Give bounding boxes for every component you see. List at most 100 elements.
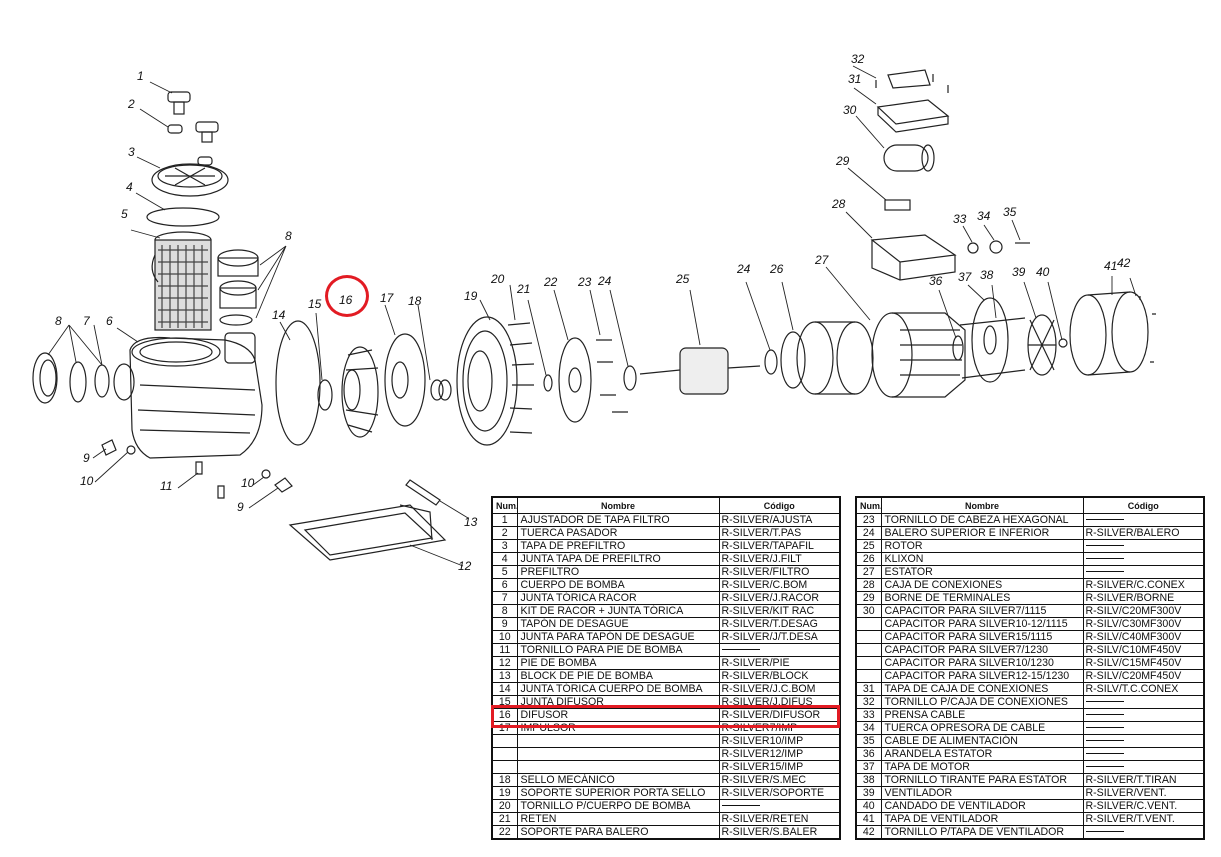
callout-1: 1 — [137, 69, 144, 83]
part-number-cell: 34 — [855, 721, 882, 735]
part-code-cell — [1082, 708, 1205, 722]
bearing-part-front — [623, 349, 778, 391]
no-code-dash — [1085, 570, 1124, 572]
part-name-cell: ESTATOR — [880, 565, 1084, 579]
part-number-cell: 18 — [491, 773, 518, 787]
part-number-cell: 14 — [491, 682, 518, 696]
part-name-cell: ARANDELA ESTATOR — [880, 747, 1084, 761]
callout-34: 34 — [977, 209, 991, 223]
part-code-cell — [1082, 565, 1205, 579]
part-code-cell — [1082, 747, 1205, 761]
impeller-part — [384, 333, 426, 427]
prefilter-lid-part — [151, 163, 229, 197]
part-code-cell: R-SILVER/TAPAFIL — [718, 539, 841, 553]
part-number-cell: 11 — [491, 643, 518, 657]
cover-screws-part — [875, 69, 949, 93]
part-code-cell: R-SILV/C10MF450V — [1082, 643, 1205, 657]
part-number-cell: 2 — [491, 526, 518, 540]
klixon-part — [780, 331, 806, 389]
callout-13: 13 — [464, 515, 478, 529]
part-code-cell: R-SILVER/AJUSTA — [718, 513, 841, 527]
callout-6: 6 — [106, 314, 113, 328]
stator-tie-bolts-part — [959, 317, 1026, 379]
callout-8-left: 8 — [55, 314, 62, 328]
part-code-cell: R-SILVER/T.DESAG — [718, 617, 841, 631]
part-number-cell: 4 — [491, 552, 518, 566]
no-code-dash — [1085, 752, 1124, 754]
callout-27: 27 — [814, 253, 830, 267]
callout-19: 19 — [464, 289, 478, 303]
hex-screws-part — [596, 339, 628, 413]
part-number-cell: 37 — [855, 760, 882, 774]
no-code-dash — [1085, 726, 1124, 728]
part-name-cell — [516, 760, 720, 774]
part-number-cell: 25 — [855, 539, 882, 553]
part-code-cell: R-SILVER/T.TIRAN — [1082, 773, 1205, 787]
part-name-cell: JUNTA PARA TAPÓN DE DESAGUE — [516, 630, 720, 644]
no-code-dash — [1085, 557, 1124, 559]
capacitor-part — [883, 144, 935, 172]
part-name-cell: CANDADO DE VENTILADOR — [880, 799, 1084, 813]
part-name-cell: TUERCA PASADOR — [516, 526, 720, 540]
part-code-cell: R-SILVER/S.MEC — [718, 773, 841, 787]
part-name-cell: PRENSA CABLE — [880, 708, 1084, 722]
part-name-cell: JUNTA TÓRICA RACOR — [516, 591, 720, 605]
part-name-cell: TUERCA OPRESORA DE CABLE — [880, 721, 1084, 735]
part-number-cell: 23 — [855, 513, 882, 527]
highlight-circle-part-16 — [325, 275, 369, 317]
part-number-cell: 27 — [855, 565, 882, 579]
part-code-cell — [1082, 825, 1205, 840]
fan-part — [1027, 314, 1057, 376]
callout-20: 20 — [490, 272, 505, 286]
part-number-cell — [855, 617, 882, 631]
part-name-cell: PREFILTRO — [516, 565, 720, 579]
header-name: Nombre — [516, 496, 720, 514]
callout-30: 30 — [843, 103, 857, 117]
part-code-cell: R-SILVER/BALERO — [1082, 526, 1205, 540]
part-code-cell: R-SILVER/S.BALER — [718, 825, 841, 840]
part-name-cell — [516, 734, 720, 748]
part-code-cell: R-SILVER/C.CONEX — [1082, 578, 1205, 592]
part-number-cell: 35 — [855, 734, 882, 748]
part-name-cell: TORNILLO DE CABEZA HEXAGONAL — [880, 513, 1084, 527]
fan-lock-part — [1058, 338, 1068, 348]
callout-8-top: 8 — [285, 229, 292, 243]
part-code-cell: R-SILVER/T.PAS — [718, 526, 841, 540]
part-code-cell — [1082, 552, 1205, 566]
table-row: R-SILVER10/IMP — [491, 734, 841, 748]
callout-9-left: 9 — [83, 451, 90, 465]
callout-32: 32 — [851, 52, 865, 66]
no-code-dash — [1085, 765, 1124, 767]
part-name-cell: CAJA DE CONEXIONES — [880, 578, 1084, 592]
callout-11: 11 — [160, 479, 172, 493]
callout-9-right: 9 — [237, 500, 244, 514]
callout-28: 28 — [831, 197, 846, 211]
no-code-dash — [1085, 544, 1124, 546]
part-number-cell: 10 — [491, 630, 518, 644]
part-number-cell: 39 — [855, 786, 882, 800]
header-num: Num. — [855, 496, 882, 514]
part-code-cell — [1082, 539, 1205, 553]
no-code-dash — [1085, 739, 1124, 741]
callout-41: 41 — [1104, 259, 1117, 273]
part-name-cell: BORNE DE TERMINALES — [880, 591, 1084, 605]
